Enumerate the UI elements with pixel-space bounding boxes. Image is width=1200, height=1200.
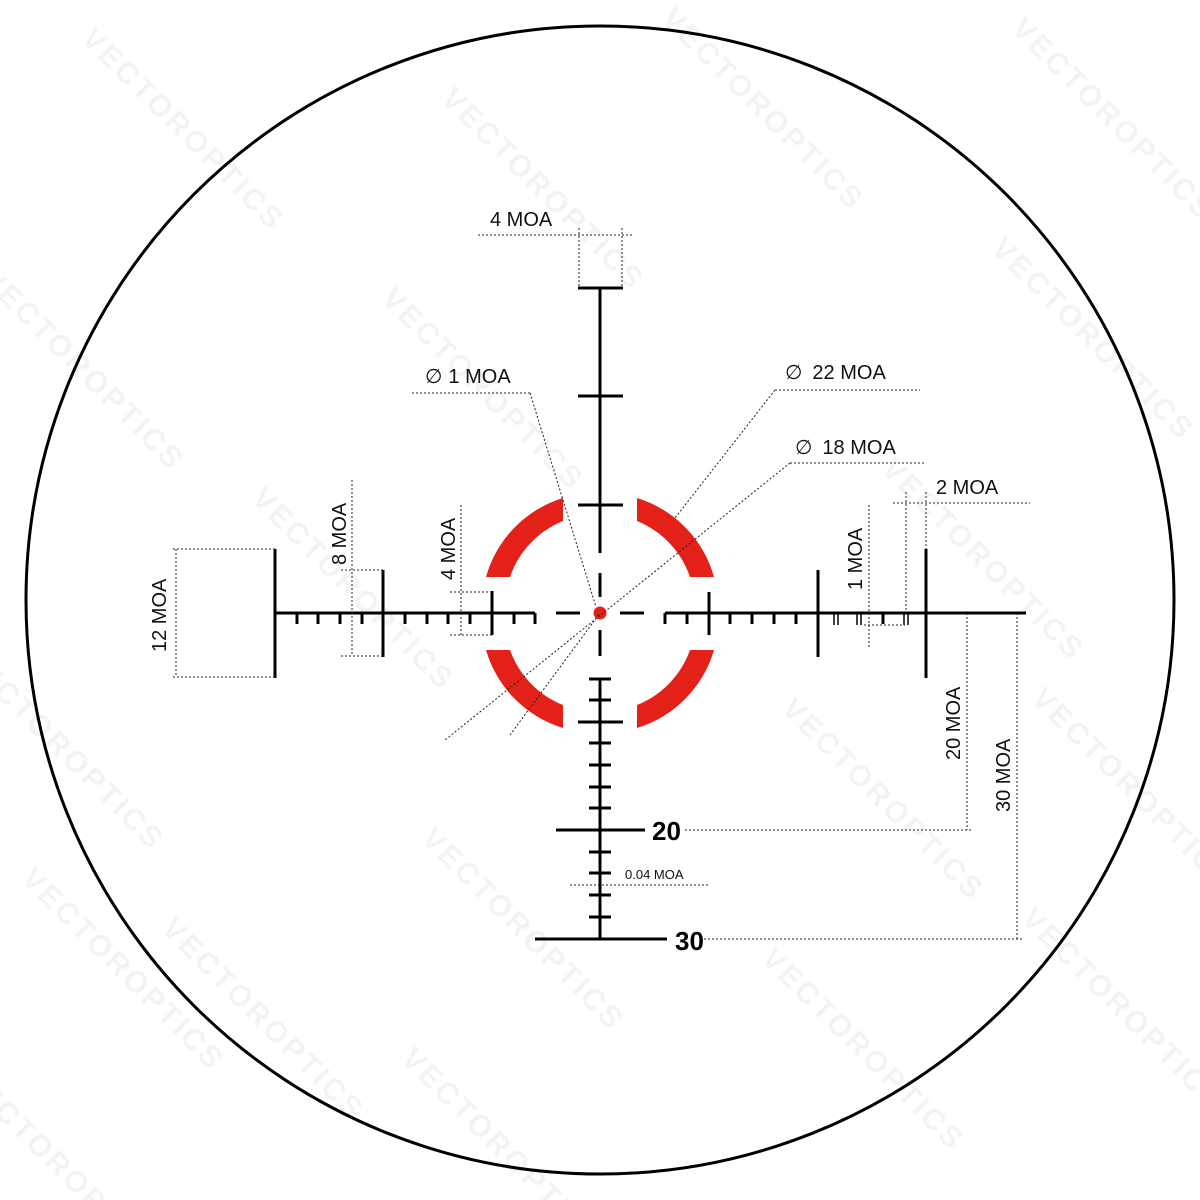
svg-text:VECTOROPTICS: VECTOROPTICS [395,1042,611,1200]
diameter-icon: ∅ [795,437,812,459]
svg-text:VECTOROPTICS: VECTOROPTICS [755,942,971,1158]
svg-text:VECTOROPTICS: VECTOROPTICS [0,1062,171,1200]
svg-text:VECTOROPTICS: VECTOROPTICS [1005,12,1200,228]
drop-20moa-label: 20 MOA [943,686,965,760]
center-dashes [556,611,644,656]
svg-text:VECTOROPTICS: VECTOROPTICS [985,232,1200,448]
ring-segment-bottom-right [637,650,714,728]
holdover-20-label: 20 [652,816,681,846]
svg-text:VECTOROPTICS: VECTOROPTICS [0,642,171,858]
center-dot-label: 1 MOA [448,366,511,388]
diameter-icon: ∅ [785,362,802,384]
top-4moa-label: 4 MOA [490,209,553,231]
ring-segment-bottom-left [486,650,563,728]
svg-text:VECTOROPTICS: VECTOROPTICS [1015,902,1200,1118]
inner-ring-label: 18 MOA [822,437,896,459]
holdover-30-label: 30 [675,926,704,956]
svg-text:VECTOROPTICS: VECTOROPTICS [435,82,651,298]
field-of-view-circle [24,24,1176,1176]
left-12moa-label: 12 MOA [149,578,171,652]
dimension-annotations: 4 MOA ∅ 1 MOA ∅ 22 MOA ∅ 18 MOA 2 MOA 1 MOA… [149,209,1030,940]
ring-segment-top-right [637,498,714,577]
svg-text:∅18 MOA: ∅ 18 MOA [795,437,896,459]
right-horizontal-stadia [663,549,1026,678]
left-4moa-label: 4 MOA [438,517,460,580]
outer-ring-label: 22 MOA [812,362,886,384]
svg-text:VECTOROPTICS: VECTOROPTICS [415,822,631,1038]
svg-text:∅22 MOA: ∅ 22 MOA [785,362,886,384]
left-8moa-label: 8 MOA [329,502,351,565]
svg-text:VECTOROPTICS: VECTOROPTICS [245,482,461,698]
svg-text:VECTOROPTICS: VECTOROPTICS [375,282,591,498]
left-horizontal-stadia [273,549,537,678]
hash-thickness-label: 0.04 MOA [625,867,684,882]
svg-text:VECTOROPTICS: VECTOROPTICS [1025,682,1200,898]
drop-30moa-label: 30 MOA [993,738,1015,812]
diameter-icon: ∅ [425,366,442,388]
right-2moa-label: 2 MOA [936,477,999,499]
upper-post [578,286,623,597]
ring-segment-top-left [486,498,563,577]
illuminated-ring [486,498,714,728]
right-1moa-label: 1 MOA [845,527,867,590]
svg-text:∅1 MOA: ∅ 1 MOA [425,366,511,388]
svg-text:VECTOROPTICS: VECTOROPTICS [0,262,191,478]
center-dot [593,606,607,620]
lower-post [535,677,667,941]
